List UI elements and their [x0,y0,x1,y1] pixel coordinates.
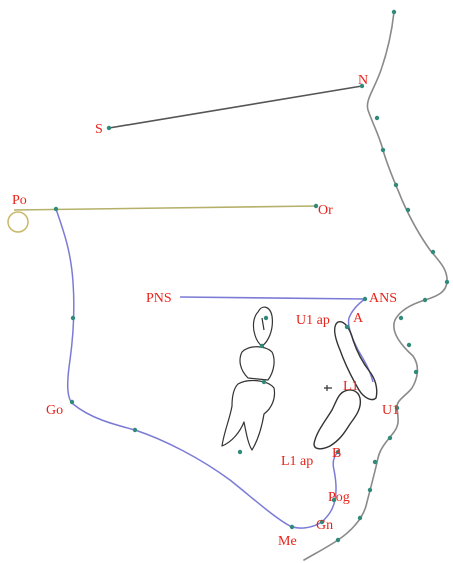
landmark-dot [362,296,368,302]
upper-molar-outline [239,346,275,381]
lower-incisor-outline [313,389,362,450]
sella-nasion-line [108,85,363,129]
landmark-dot [289,524,295,530]
landmark-dot [331,497,337,503]
landmark-dot [413,369,419,375]
landmark-dots [53,9,450,543]
landmark-dot [372,459,378,465]
mandible-outline [55,208,339,529]
landmark-dot [237,449,243,455]
landmark-dot [53,206,59,212]
landmark-dot [259,343,265,349]
landmark-dot [69,399,75,405]
landmark-dot [374,115,380,121]
landmark-dot [387,435,393,441]
label-Pog: Pog [328,490,350,505]
reference-mark [324,385,332,391]
palatal-plane-line [179,296,366,300]
landmark-dot [132,427,138,433]
landmark-dot [393,182,399,188]
landmark-dot [106,125,112,131]
ear-rod-circle [7,211,29,233]
upper-premolar-outline [252,306,273,347]
label-U1: U1 [382,403,399,418]
label-U1ap: U1 ap [296,313,330,328]
label-B: B [332,446,341,461]
label-Po: Po [12,193,27,208]
landmark-dot [335,537,341,543]
landmark-dot [406,342,412,348]
label-Or: Or [318,203,333,218]
label-S: S [95,122,103,137]
landmark-dot [444,279,450,285]
upper-incisor-outline [333,321,378,401]
landmark-dot [391,9,397,15]
frankfort-horizontal-line [13,205,317,211]
landmark-dot [394,405,400,411]
landmark-dot [398,315,404,321]
landmark-dot [335,449,341,455]
landmark-dot [359,83,365,89]
label-A: A [353,311,364,326]
label-Gn: Gn [316,518,333,533]
label-L1: L1 [343,379,359,394]
landmark-dot [319,519,325,525]
landmark-dot [357,515,363,521]
soft-tissue-profile [303,11,448,561]
landmark-dot [313,203,319,209]
landmark-dot [70,315,76,321]
landmark-dot [261,379,267,385]
landmark-dot [380,147,386,153]
label-Go: Go [46,403,63,418]
landmark-dot [263,315,269,321]
landmark-dot [367,487,373,493]
lower-molar-outline [221,379,276,451]
label-N: N [358,73,368,88]
landmark-dot [405,207,411,213]
landmark-dot [422,297,428,303]
landmark-dot [430,249,436,255]
label-ANS: ANS [369,291,397,306]
label-Me: Me [278,534,297,549]
landmark-dot [344,324,350,330]
label-PNS: PNS [146,291,172,306]
label-L1ap: L1 ap [281,454,313,469]
